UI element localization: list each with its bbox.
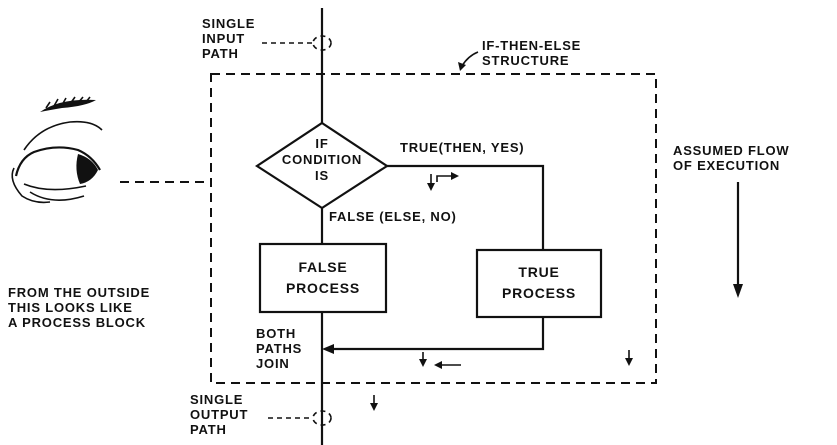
true-branch-line (387, 164, 545, 250)
flow-arrow-right-side (625, 350, 633, 366)
eye-icon (11, 96, 103, 204)
input-path-marker (312, 35, 332, 51)
if-then-else-boundary (210, 73, 657, 384)
structure-pointer (461, 51, 479, 67)
input-path-label-1: SINGLE (202, 16, 255, 31)
assumed-flow-label-1: ASSUMED FLOW (673, 143, 789, 158)
outside-view-label-3: A PROCESS BLOCK (8, 315, 146, 330)
output-path-marker (312, 410, 332, 426)
join-label-2: PATHS (256, 341, 302, 356)
false-process-label-1: FALSE (298, 259, 347, 275)
true-process-box (475, 248, 603, 319)
outside-view-label-1: FROM THE OUTSIDE (8, 285, 150, 300)
input-path-label-3: PATH (202, 46, 239, 61)
false-branch-label: FALSE (ELSE, NO) (329, 209, 457, 224)
structure-label-2: STRUCTURE (482, 53, 569, 68)
decision-label-2: CONDITION (282, 152, 362, 167)
outside-view-label-2: THIS LOOKS LIKE (8, 300, 133, 315)
input-path-label-2: INPUT (202, 31, 245, 46)
assumed-flow-label-2: OF EXECUTION (673, 158, 780, 173)
output-path-label-1: SINGLE (190, 392, 243, 407)
flow-arrow-output (370, 395, 378, 411)
true-branch-label: TRUE(THEN, YES) (400, 140, 524, 155)
decision-label-1: IF (315, 136, 328, 151)
false-process-box (258, 242, 388, 314)
decision-diamond (254, 121, 390, 210)
true-process-label-1: TRUE (518, 264, 559, 280)
join-line (330, 317, 545, 351)
decision-label-3: IS (315, 168, 329, 183)
flow-arrow-pair-decision (427, 172, 459, 191)
join-label-1: BOTH (256, 326, 296, 341)
structure-label-1: IF-THEN-ELSE (482, 38, 581, 53)
output-path-label-3: PATH (190, 422, 227, 437)
join-arrowhead (322, 344, 334, 354)
join-label-3: JOIN (256, 356, 290, 371)
output-path-label-2: OUTPUT (190, 407, 248, 422)
true-process-label-2: PROCESS (502, 285, 576, 301)
flow-arrow-pair-join (419, 352, 461, 369)
structure-pointer-head (458, 62, 466, 71)
false-process-label-2: PROCESS (286, 280, 360, 296)
down-arrow-icon (733, 182, 743, 298)
